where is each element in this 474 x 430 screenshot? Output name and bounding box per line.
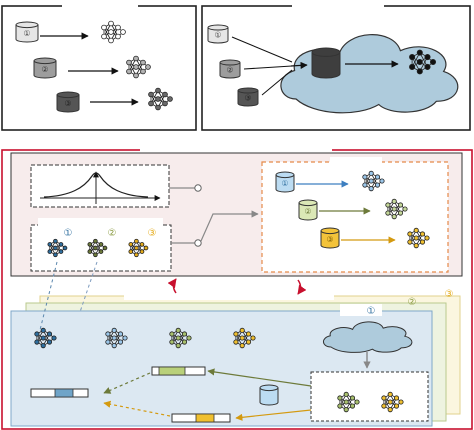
neural-network-icon bbox=[169, 327, 192, 349]
neural-network-icon bbox=[148, 87, 173, 111]
cloud-icon bbox=[322, 321, 413, 353]
client-number-label: ③ bbox=[445, 289, 454, 300]
guide-line bbox=[79, 261, 98, 313]
upload-arrow bbox=[290, 61, 308, 69]
neural-network-icon bbox=[34, 327, 57, 349]
upload-arrow bbox=[261, 69, 293, 96]
client-number-label: ① bbox=[367, 306, 376, 317]
database-number: ② bbox=[226, 66, 233, 75]
client-number-label: ③ bbox=[148, 228, 157, 239]
flow-arrow bbox=[167, 278, 177, 294]
bell-curve-icon bbox=[43, 172, 149, 198]
neural-network-icon bbox=[101, 20, 126, 44]
switch-icon bbox=[194, 239, 202, 247]
upload-arrow bbox=[243, 65, 293, 70]
database-icon: ① bbox=[275, 171, 295, 193]
database-number: ② bbox=[304, 207, 311, 216]
database-icon: ③ bbox=[320, 227, 340, 249]
database-icon: ② bbox=[298, 199, 318, 221]
panel-tab bbox=[124, 292, 334, 300]
upload-arrow bbox=[231, 36, 293, 63]
database-icon bbox=[311, 47, 341, 79]
feature-bar bbox=[171, 413, 231, 423]
neural-network-icon bbox=[126, 55, 151, 79]
transfer-arrow bbox=[103, 400, 171, 417]
neural-network-icon bbox=[362, 170, 385, 192]
neural-network-icon bbox=[128, 238, 149, 258]
database-number: ① bbox=[214, 31, 221, 40]
database-number: ③ bbox=[244, 94, 251, 103]
neural-network-icon bbox=[385, 198, 408, 220]
feature-bar bbox=[30, 388, 89, 398]
panel-tab bbox=[330, 157, 382, 166]
database-icon: ① bbox=[15, 21, 39, 43]
neural-network-icon bbox=[233, 327, 256, 349]
bottom-red-frame bbox=[1, 146, 473, 430]
database-number: ② bbox=[41, 65, 48, 74]
feature-arrow bbox=[235, 409, 312, 421]
database-icon: ① bbox=[207, 24, 229, 44]
client-number-label: ② bbox=[408, 297, 417, 308]
database-number: ③ bbox=[64, 99, 71, 108]
neural-network-icon bbox=[47, 238, 68, 258]
switch-icon bbox=[194, 184, 202, 192]
panel-tab bbox=[38, 218, 163, 227]
distribution-box bbox=[30, 164, 170, 208]
database-number: ① bbox=[23, 29, 30, 38]
neural-network-icon bbox=[407, 227, 430, 249]
flow-arrow bbox=[297, 279, 307, 295]
database-number: ③ bbox=[326, 235, 333, 244]
neural-network-icon bbox=[87, 238, 108, 258]
database-icon: ③ bbox=[56, 91, 80, 113]
transfer-arrow bbox=[103, 372, 151, 394]
top-left-panel bbox=[1, 2, 197, 131]
database-icon: ② bbox=[219, 59, 241, 79]
database-icon bbox=[259, 384, 279, 406]
local-models-box bbox=[310, 371, 429, 422]
client-number-label: ① bbox=[64, 228, 73, 239]
neural-network-icon bbox=[381, 391, 404, 413]
neural-network-icon bbox=[105, 327, 128, 349]
database-number: ① bbox=[281, 179, 288, 188]
panel-tab bbox=[340, 304, 382, 316]
switch-arrow bbox=[200, 210, 259, 242]
neural-network-icon bbox=[337, 391, 360, 413]
feature-bar bbox=[151, 366, 206, 376]
neural-network-icon bbox=[409, 49, 437, 75]
database-icon: ② bbox=[33, 57, 57, 79]
database-icon: ③ bbox=[237, 87, 259, 107]
feature-arrow bbox=[207, 368, 312, 387]
client-number-label: ② bbox=[108, 228, 117, 239]
